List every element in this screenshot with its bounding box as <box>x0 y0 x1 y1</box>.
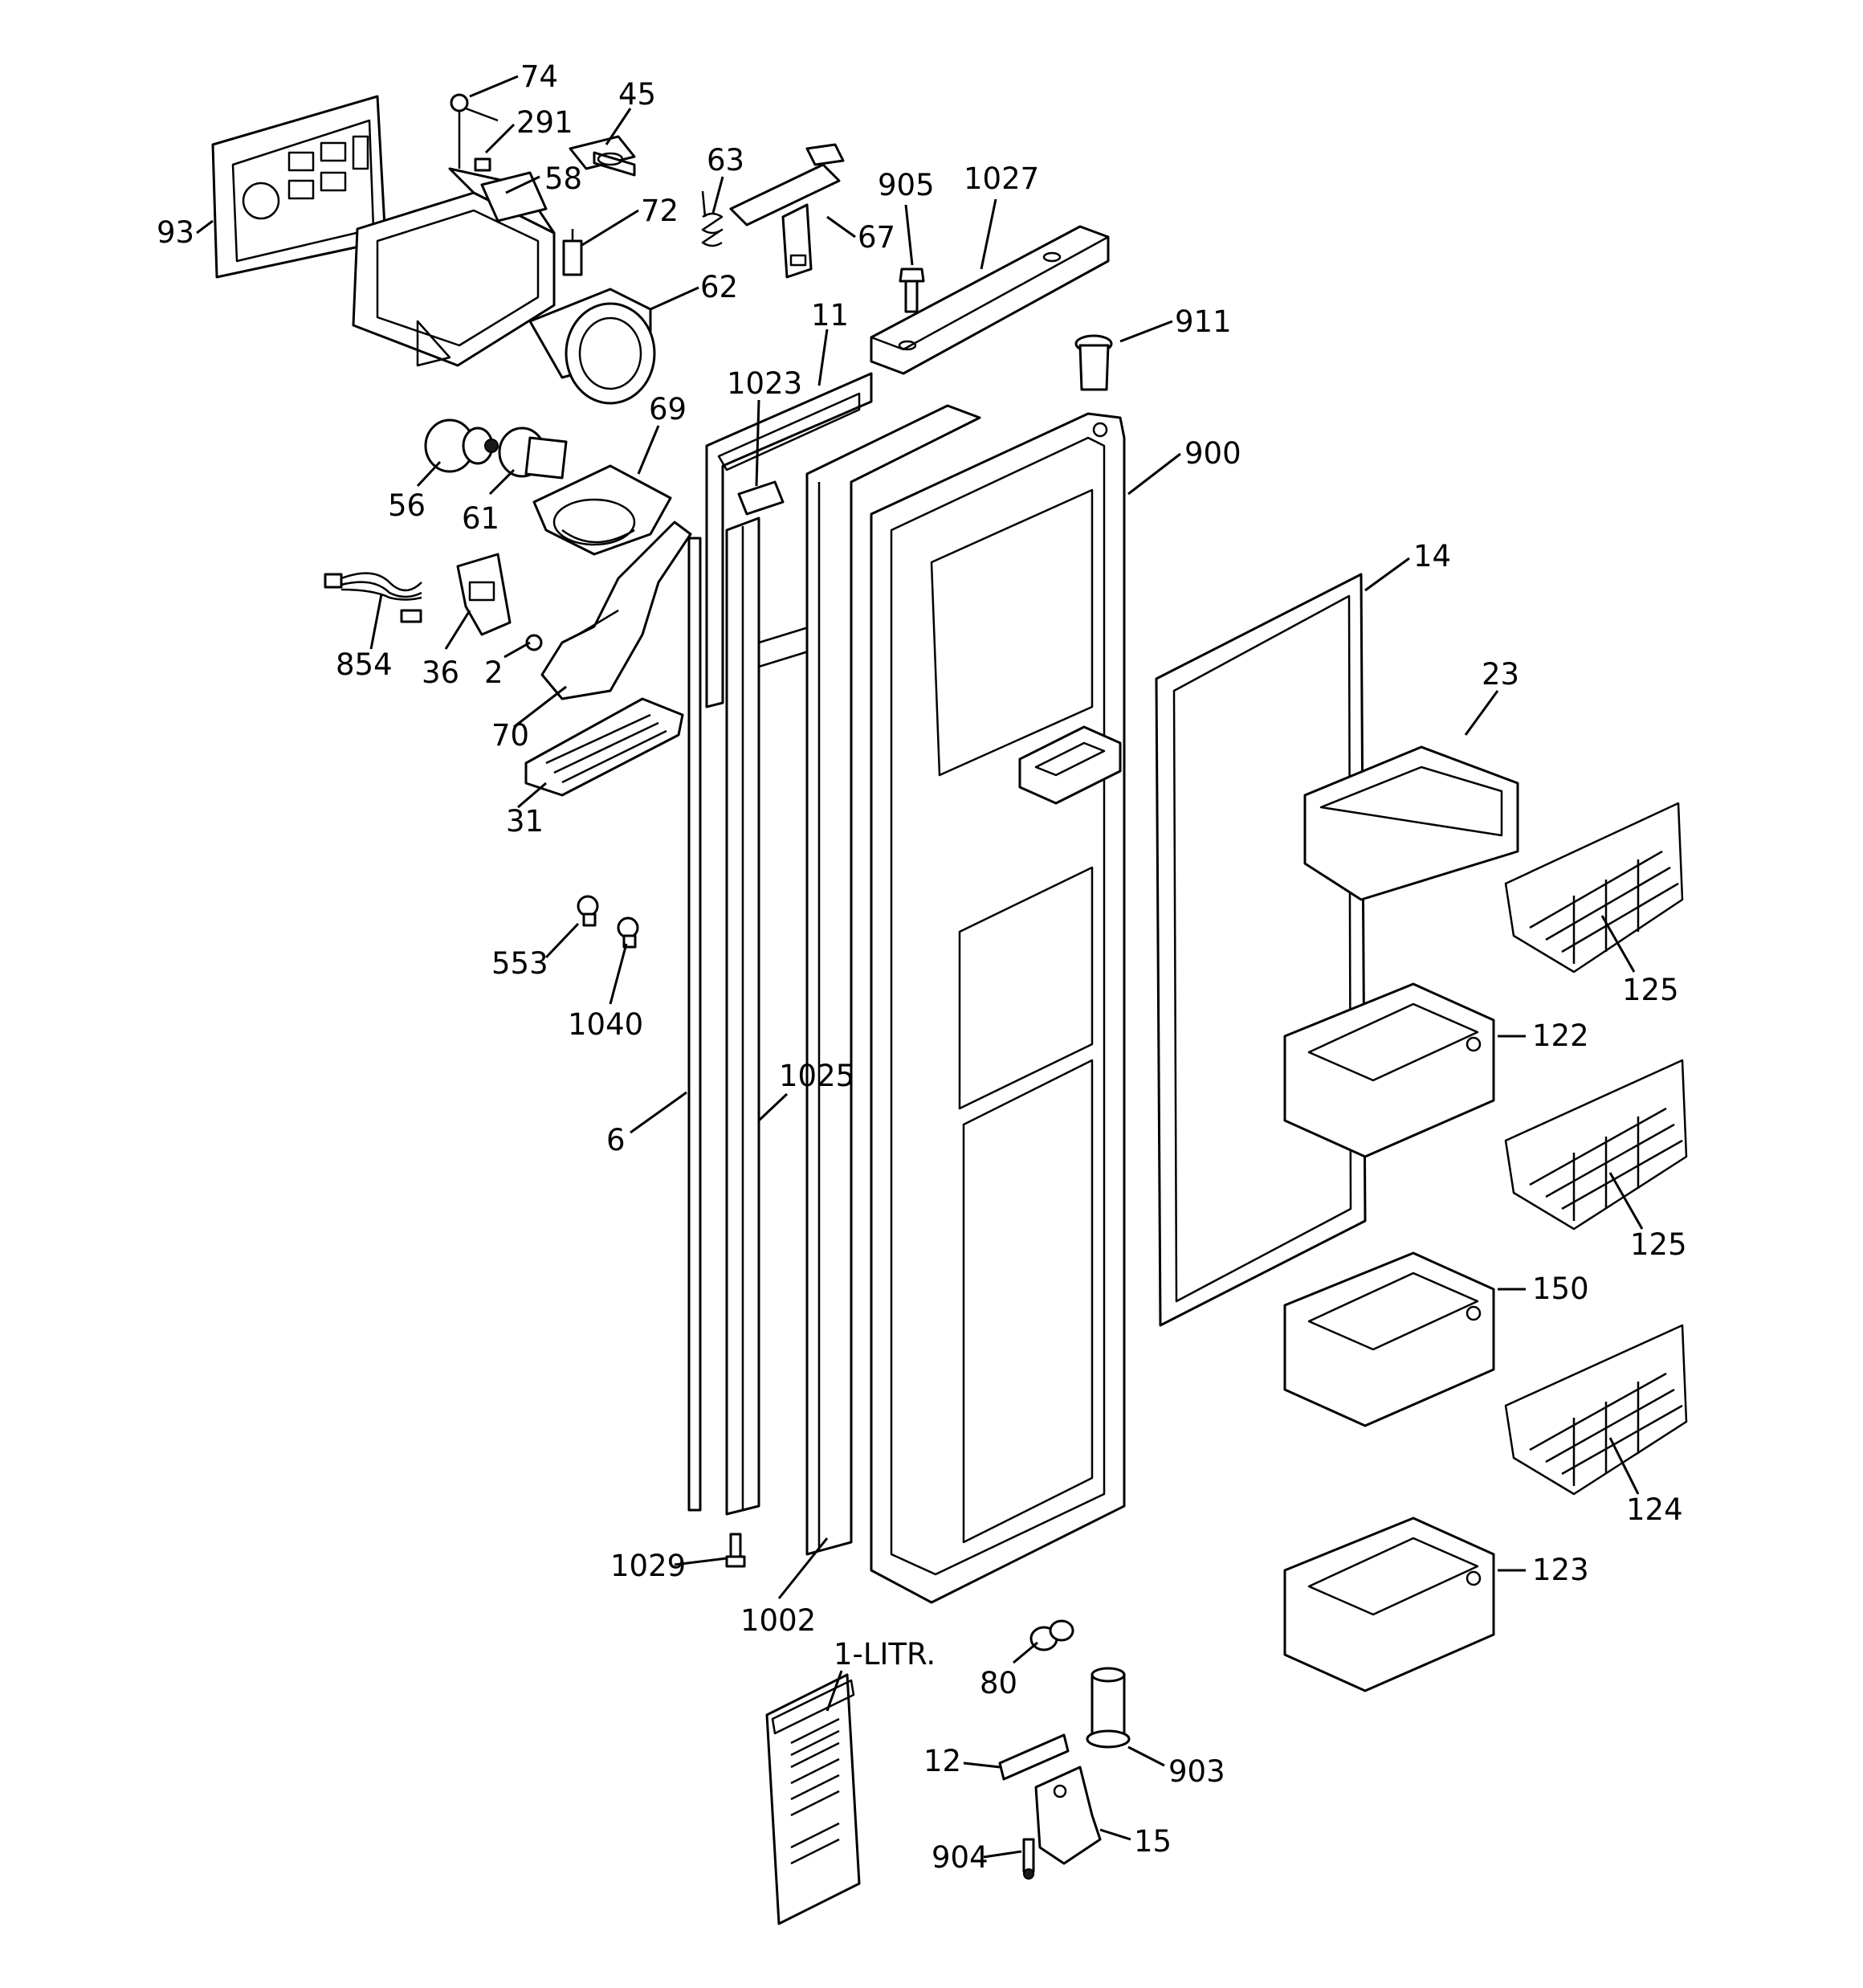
callout-62: 62 <box>700 270 738 304</box>
callout-1025: 1025 <box>779 1059 854 1093</box>
part-45-bracket <box>569 135 636 177</box>
part-6-rod <box>687 537 702 1512</box>
callout-904: 904 <box>932 1840 989 1875</box>
part-123-shelf <box>1283 1517 1495 1692</box>
part-1040-fastener <box>617 916 639 949</box>
part-56-motor <box>424 418 499 473</box>
part-1023-bracket <box>737 480 785 516</box>
callout-1-litr: 1-LITR. <box>834 1637 936 1672</box>
callout-1023: 1023 <box>727 366 802 401</box>
part-553-fastener <box>577 895 599 927</box>
callout-45: 45 <box>618 77 656 112</box>
callout-23: 23 <box>1482 657 1519 692</box>
callout-1027: 1027 <box>964 161 1039 196</box>
part-904-screw <box>1022 1838 1035 1880</box>
part-150-shelf <box>1283 1251 1495 1427</box>
part-14-gasket <box>1155 573 1367 1327</box>
callout-labels: 74 291 45 58 93 72 62 63 67 905 1027 911… <box>157 59 1687 1875</box>
part-1027-hinge-cover <box>870 225 1110 375</box>
leader-lines <box>196 75 1644 1859</box>
part-67-lever <box>729 143 845 279</box>
part-61-actuator <box>498 427 568 480</box>
callout-67: 67 <box>858 220 895 255</box>
callout-74: 74 <box>520 59 558 94</box>
part-911-bushing <box>1074 334 1113 391</box>
part-125-lower-basket <box>1504 1059 1688 1231</box>
part-63-spring <box>701 190 724 247</box>
part-1029-screw <box>725 1533 746 1568</box>
part-36-bracket <box>456 553 512 636</box>
callout-1029: 1029 <box>610 1549 686 1583</box>
part-62-coupling <box>528 288 656 405</box>
part-69-funnel <box>532 464 672 556</box>
callout-291: 291 <box>516 105 573 140</box>
callout-72: 72 <box>641 194 679 228</box>
callout-14: 14 <box>1413 539 1451 574</box>
part-dispenser-housing <box>352 167 556 367</box>
callout-15: 15 <box>1134 1824 1172 1859</box>
part-905-bolt <box>899 267 925 313</box>
callout-911: 911 <box>1175 304 1232 339</box>
callout-36: 36 <box>422 655 459 690</box>
part-900-door-liner <box>870 412 1126 1604</box>
part-2-screw <box>525 634 543 651</box>
part-12-shim <box>998 1733 1070 1781</box>
part-23-bin <box>1303 745 1519 901</box>
callout-903: 903 <box>1168 1754 1225 1789</box>
part-literature <box>765 1673 861 1925</box>
part-15-hinge <box>1034 1766 1102 1865</box>
callout-123: 123 <box>1532 1553 1589 1587</box>
callout-1002: 1002 <box>740 1603 816 1638</box>
callout-150: 150 <box>1532 1272 1589 1306</box>
part-74-spring <box>450 93 499 169</box>
callout-12: 12 <box>923 1744 961 1778</box>
callout-125-upper: 125 <box>1622 973 1679 1007</box>
callout-6: 6 <box>606 1123 626 1157</box>
callout-905: 905 <box>878 168 935 202</box>
callout-63: 63 <box>707 143 744 178</box>
part-1025-channel <box>725 516 812 1516</box>
callout-31: 31 <box>506 804 544 839</box>
part-124-basket <box>1504 1324 1688 1496</box>
callout-125-lower: 125 <box>1630 1227 1687 1262</box>
part-854-harness <box>324 572 422 623</box>
part-80-plug <box>1029 1619 1074 1651</box>
part-122-shelf <box>1283 982 1495 1158</box>
part-11-frame <box>705 372 873 708</box>
callout-122: 122 <box>1532 1018 1589 1053</box>
callout-1040: 1040 <box>568 1007 643 1042</box>
callout-2: 2 <box>484 655 503 690</box>
part-291-screw <box>474 157 491 172</box>
callout-56: 56 <box>388 488 426 523</box>
callout-58: 58 <box>544 161 582 196</box>
callout-124: 124 <box>1626 1492 1683 1527</box>
callout-854: 854 <box>336 647 393 682</box>
callout-69: 69 <box>649 392 687 427</box>
callout-553: 553 <box>491 946 548 981</box>
part-903-hinge-pin <box>1086 1667 1131 1749</box>
callout-93: 93 <box>157 215 194 250</box>
part-31-drip-tray <box>524 697 684 797</box>
callout-61: 61 <box>462 501 499 536</box>
part-70-lever-arm <box>540 520 692 700</box>
part-1002-trim <box>805 404 981 1556</box>
callout-70: 70 <box>491 718 529 753</box>
callout-900: 900 <box>1184 436 1241 471</box>
part-72-switch <box>562 229 583 276</box>
callout-80: 80 <box>980 1666 1017 1700</box>
part-125-upper-basket <box>1504 802 1684 974</box>
callout-11: 11 <box>811 298 849 333</box>
